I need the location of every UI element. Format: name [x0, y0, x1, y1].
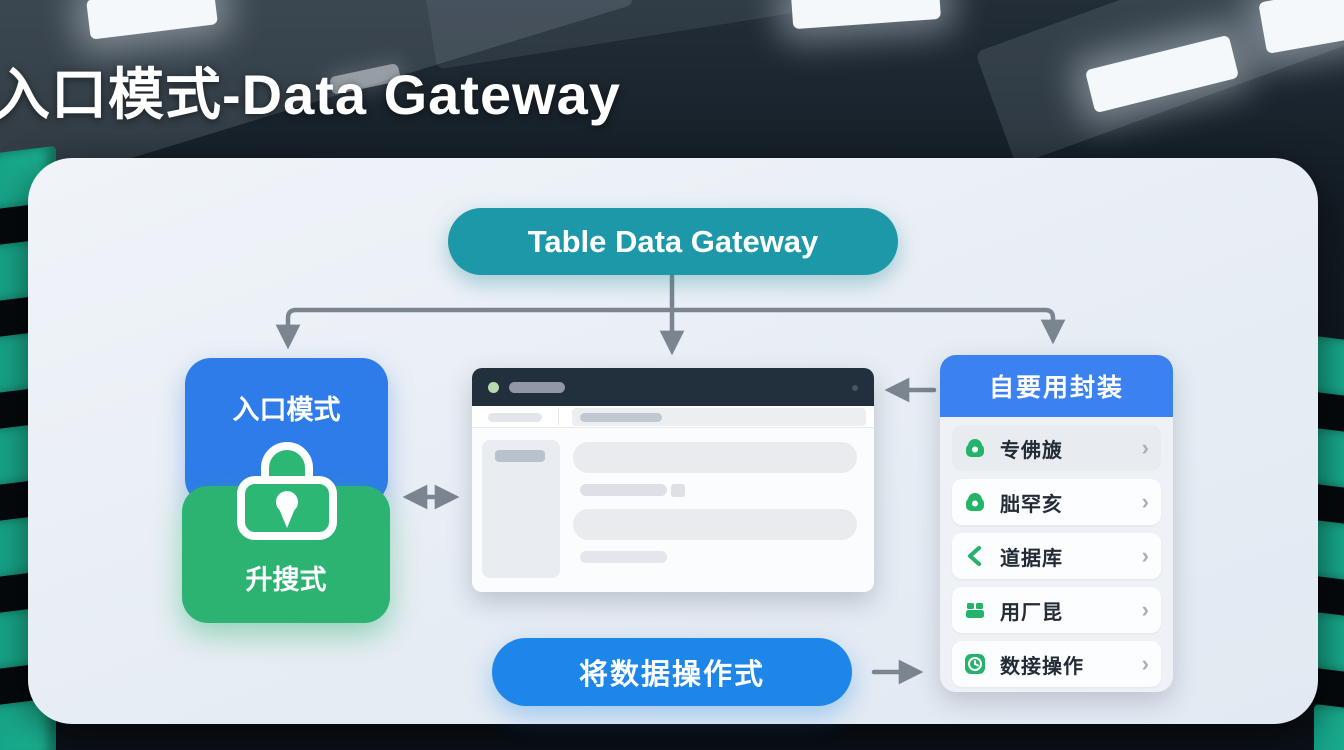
- lock-icon: [964, 491, 986, 513]
- data-operation-label: 将数据操作式: [578, 659, 765, 691]
- breadcrumb-placeholder: [580, 413, 662, 422]
- address-placeholder: [509, 382, 565, 393]
- menu-dot-icon: [852, 385, 858, 391]
- server-rack-right: [1314, 335, 1344, 750]
- wrapper-card-header: 自要用封装: [940, 355, 1173, 417]
- sidebar-placeholder: [495, 450, 545, 462]
- users-icon: [964, 599, 986, 621]
- table-data-gateway-pill: Table Data Gateway: [448, 208, 898, 275]
- toolbar-divider: [558, 409, 559, 425]
- wrapper-card-list: 专佛旇 › 朏罕亥 ›: [940, 417, 1173, 687]
- content-placeholder-small: [580, 551, 667, 563]
- list-item-label: 专佛旇: [1000, 439, 1063, 462]
- chevron-right-icon: ›: [1141, 435, 1149, 460]
- chevron-right-icon: ›: [1141, 543, 1149, 568]
- list-item-label: 朏罕亥: [1000, 493, 1063, 516]
- table-data-gateway-label: Table Data Gateway: [527, 223, 819, 259]
- content-placeholder-square: [671, 484, 685, 497]
- mode-box-label: 升搜式: [245, 565, 327, 595]
- clock-icon: [964, 653, 986, 675]
- list-item: 专佛旇 ›: [952, 425, 1161, 471]
- data-operation-pill: 将数据操作式: [492, 638, 852, 706]
- breadcrumb-area: [572, 408, 866, 426]
- chevron-right-icon: ›: [1141, 489, 1149, 514]
- list-item-label: 道据库: [1000, 547, 1063, 570]
- entry-pattern-box: 入口模式: [185, 358, 388, 505]
- tab-placeholder: [488, 413, 542, 422]
- browser-toolbar: [472, 406, 874, 428]
- content-placeholder-small: [580, 484, 667, 496]
- browser-sidebar: [482, 440, 560, 578]
- content-placeholder-row: [573, 509, 857, 540]
- list-item: 数接操作 ›: [952, 641, 1161, 687]
- page-title: 入口模式-Data Gateway: [0, 63, 621, 126]
- list-item: 道据库 ›: [952, 533, 1161, 579]
- chevron-left-icon: [964, 545, 986, 567]
- list-item: 朏罕亥 ›: [952, 479, 1161, 525]
- entry-pattern-label: 入口模式: [232, 395, 341, 425]
- browser-titlebar: [472, 368, 874, 406]
- chevron-right-icon: ›: [1141, 651, 1149, 676]
- list-item-label: 数接操作: [1000, 655, 1084, 678]
- lock-icon: [964, 437, 986, 459]
- browser-window: [472, 368, 874, 592]
- wrapper-card: 自要用封装 专佛旇 ›: [940, 355, 1173, 692]
- list-item-label: 用厂昆: [1000, 601, 1063, 624]
- list-item: 用厂昆 ›: [952, 587, 1161, 633]
- chevron-right-icon: ›: [1141, 597, 1149, 622]
- lock-icon: [233, 438, 341, 542]
- ceiling-light: [790, 0, 942, 30]
- wrapper-card-title: 自要用封装: [988, 374, 1124, 402]
- content-placeholder-row: [573, 442, 857, 473]
- window-dot-icon: [488, 382, 499, 393]
